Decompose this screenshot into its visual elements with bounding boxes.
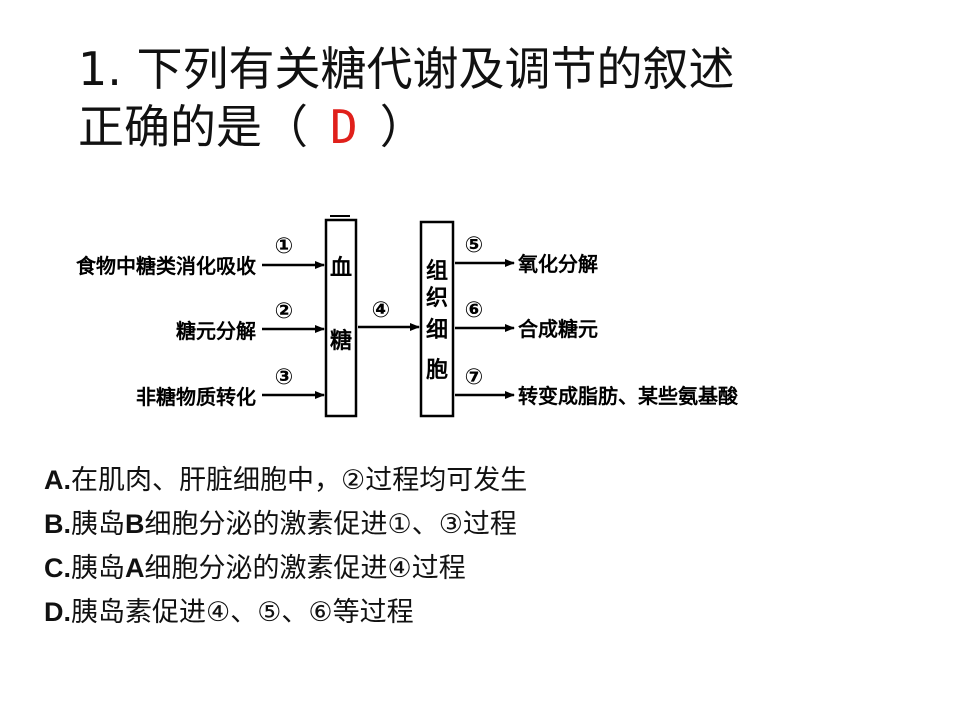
question-line-1: 1. 下列有关糖代谢及调节的叙述 bbox=[78, 42, 735, 96]
tissue-box-char-2: 织 bbox=[426, 285, 448, 311]
question-line-2-suffix: ） bbox=[379, 100, 426, 154]
option-c-text-pre: 胰岛 bbox=[71, 553, 125, 584]
tissue-cell-box bbox=[419, 220, 455, 418]
question-line-2-prefix: 正确的是（ bbox=[78, 100, 308, 154]
option-a-letter: A. bbox=[44, 465, 71, 495]
outcome-oxidation: 氧化分解 bbox=[517, 252, 598, 276]
step-6-label: ⑥ bbox=[465, 298, 484, 323]
outcome-fat-amino-acid: 转变成脂肪、某些氨基酸 bbox=[518, 384, 739, 408]
option-c-bold: A bbox=[125, 553, 145, 583]
step-7-label: ⑦ bbox=[465, 365, 484, 390]
option-a[interactable]: A.在肌肉、肝脏细胞中，②过程均可发生 bbox=[44, 458, 527, 502]
tissue-box-char-4: 胞 bbox=[426, 357, 448, 383]
answer-options: A.在肌肉、肝脏细胞中，②过程均可发生 B.胰岛B细胞分泌的激素促进①、③过程 … bbox=[44, 458, 527, 634]
step-1-label: ① bbox=[275, 234, 294, 259]
step-4-label: ④ bbox=[372, 298, 391, 323]
option-b-bold: B bbox=[125, 509, 145, 539]
option-d[interactable]: D.胰岛素促进④、⑤、⑥等过程 bbox=[44, 590, 527, 634]
source-non-sugar-conversion: 非糖物质转化 bbox=[136, 385, 256, 409]
option-d-letter: D. bbox=[44, 597, 71, 627]
blood-glucose-box bbox=[324, 218, 358, 418]
outcome-glycogen-synthesis: 合成糖元 bbox=[518, 317, 598, 341]
question-line-2: 正确的是（ D ） bbox=[78, 98, 898, 156]
option-a-text: 在肌肉、肝脏细胞中，②过程均可发生 bbox=[71, 465, 528, 496]
option-c-text-post: 细胞分泌的激素促进④过程 bbox=[144, 553, 466, 584]
tissue-box-char-1: 组 bbox=[426, 258, 448, 284]
step-2-label: ② bbox=[275, 299, 294, 324]
option-b-text-pre: 胰岛 bbox=[71, 509, 125, 540]
blood-box-char-2: 糖 bbox=[330, 328, 352, 354]
answer-letter: D bbox=[330, 100, 358, 154]
tissue-box-char-3: 细 bbox=[426, 317, 448, 343]
step-5-label: ⑤ bbox=[465, 233, 484, 258]
option-c[interactable]: C.胰岛A细胞分泌的激素促进④过程 bbox=[44, 546, 527, 590]
option-b-text-post: 细胞分泌的激素促进①、③过程 bbox=[144, 509, 517, 540]
option-b-letter: B. bbox=[44, 509, 71, 539]
source-food-digestion: 食物中糖类消化吸收 bbox=[76, 254, 256, 278]
source-glycogen-breakdown: 糖元分解 bbox=[176, 319, 256, 343]
question-stem: 1. 下列有关糖代谢及调节的叙述 正确的是（ D ） bbox=[78, 40, 898, 156]
step-3-label: ③ bbox=[275, 365, 294, 390]
glucose-metabolism-diagram: 食物中糖类消化吸收 糖元分解 非糖物质转化 ① ② ③ 血 糖 ④ 组 织 细 … bbox=[76, 215, 739, 418]
option-b[interactable]: B.胰岛B细胞分泌的激素促进①、③过程 bbox=[44, 502, 527, 546]
option-d-text: 胰岛素促进④、⑤、⑥等过程 bbox=[71, 597, 414, 628]
blood-box-char-1: 血 bbox=[330, 255, 352, 281]
option-c-letter: C. bbox=[44, 553, 71, 583]
